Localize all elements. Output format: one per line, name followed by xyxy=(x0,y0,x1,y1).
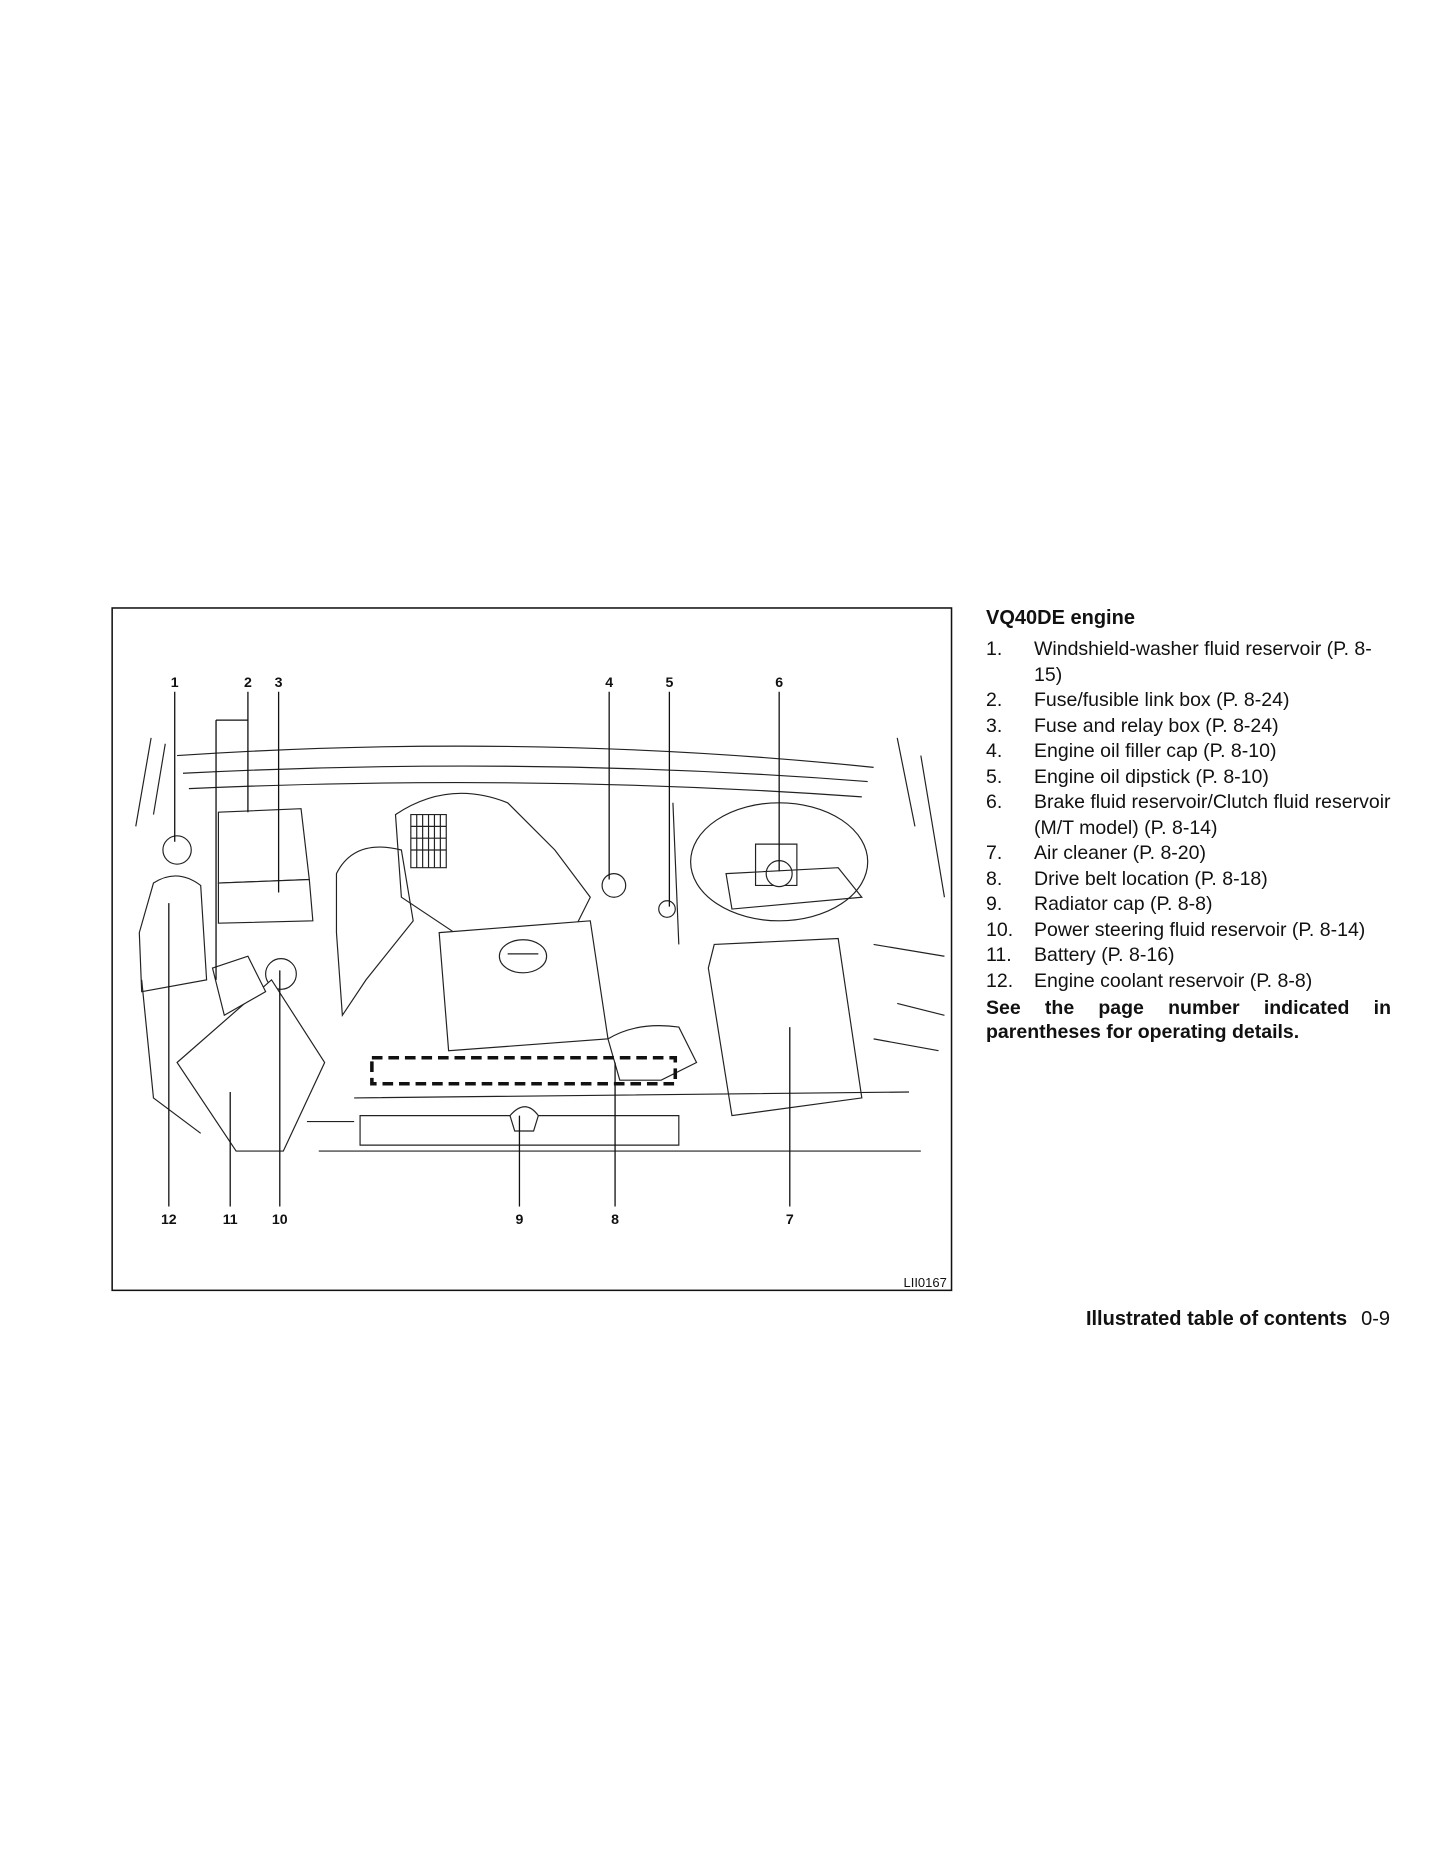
legend-item-number: 6. xyxy=(986,791,1003,813)
legend-item-text: Engine oil dipstick (P. 8-10) xyxy=(1034,765,1269,788)
legend-item-number: 11. xyxy=(986,944,1012,966)
legend-item-text: Air cleaner (P. 8-20) xyxy=(1034,842,1206,864)
legend-item-text: Power steering fluid reservoir (P. 8-14) xyxy=(1034,918,1366,941)
callout-labels-top: 1 2 3 4 5 6 xyxy=(171,675,783,691)
callout-10: 10 xyxy=(272,1212,288,1228)
legend-item: 6. Brake fluid reservoir/Clutch fluid res… xyxy=(986,790,1391,841)
figure-code: LII0167 xyxy=(904,1275,947,1290)
legend-item: 1. Windshield-washer fluid reservoir (P. … xyxy=(986,637,1391,688)
callout-6: 6 xyxy=(775,675,783,691)
legend-item-text: Windshield-washer fluid reservoir (P. 8-… xyxy=(1034,638,1372,686)
callout-12: 12 xyxy=(161,1212,177,1228)
page-footer: Illustrated table of contents 0-9 xyxy=(1086,1308,1390,1331)
callout-9: 9 xyxy=(516,1212,524,1228)
legend-item: 7. Air cleaner (P. 8-20) xyxy=(986,841,1391,867)
legend-item: 3. Fuse and relay box (P. 8-24) xyxy=(986,714,1391,740)
callout-4: 4 xyxy=(605,675,613,691)
legend-item-text: Brake fluid reservoir/Clutch fluid reser… xyxy=(1034,791,1391,839)
legend-item-number: 2. xyxy=(986,689,1003,711)
legend: VQ40DE engine 1. Windshield-washer fluid … xyxy=(986,606,1391,1044)
callout-5: 5 xyxy=(665,675,673,691)
legend-item-text: Radiator cap (P. 8-8) xyxy=(1034,893,1213,915)
callout-1: 1 xyxy=(171,675,179,691)
legend-item: 8. Drive belt location (P. 8-18) xyxy=(986,867,1391,893)
legend-item: 11. Battery (P. 8-16) xyxy=(986,943,1391,969)
legend-item-text: Fuse/fusible link box (P. 8-24) xyxy=(1034,689,1290,711)
drive-belt-location-box xyxy=(370,1056,678,1086)
callout-2: 2 xyxy=(244,675,252,691)
figure-frame xyxy=(111,607,953,1292)
callout-labels-bottom: 12 11 10 9 8 7 xyxy=(161,1212,794,1228)
legend-item: 4. Engine oil filler cap (P. 8-10) xyxy=(986,739,1391,765)
legend-item-text: Fuse and relay box (P. 8-24) xyxy=(1034,714,1279,737)
legend-item-number: 10. xyxy=(986,918,1014,941)
callout-3: 3 xyxy=(275,675,283,691)
legend-item-number: 3. xyxy=(986,714,1003,737)
engine-drawing xyxy=(135,737,946,1152)
legend-item-text: Engine oil filler cap (P. 8-10) xyxy=(1034,740,1277,762)
legend-item-number: 5. xyxy=(986,765,1003,788)
legend-item-number: 7. xyxy=(986,842,1003,864)
legend-item-number: 1. xyxy=(986,638,1003,660)
callout-7: 7 xyxy=(786,1212,794,1228)
legend-item-text: Drive belt location (P. 8-18) xyxy=(1034,867,1268,890)
legend-item-text: Engine coolant reservoir (P. 8-8) xyxy=(1034,969,1313,992)
legend-item-number: 8. xyxy=(986,867,1003,890)
callout-11: 11 xyxy=(223,1212,238,1228)
page-number: 0-9 xyxy=(1361,1308,1390,1330)
legend-list: 1. Windshield-washer fluid reservoir (P. … xyxy=(986,637,1391,994)
legend-note: See the page number indicated in parenth… xyxy=(986,997,1391,1043)
legend-item: 9. Radiator cap (P. 8-8) xyxy=(986,892,1391,918)
legend-item: 12. Engine coolant reservoir (P. 8-8) xyxy=(986,969,1391,995)
legend-item-number: 9. xyxy=(986,893,1003,915)
legend-item: 5. Engine oil dipstick (P. 8-10) xyxy=(986,765,1391,791)
section-title: Illustrated table of contents xyxy=(1085,1308,1348,1330)
legend-item: 10. Power steering fluid reservoir (P. 8-… xyxy=(986,918,1391,944)
leader-lines xyxy=(168,691,791,1207)
legend-item-text: Battery (P. 8-16) xyxy=(1034,944,1175,966)
callout-8: 8 xyxy=(611,1212,619,1228)
legend-title: VQ40DE engine xyxy=(986,607,1135,629)
legend-item-number: 4. xyxy=(986,740,1003,762)
legend-item: 2. Fuse/fusible link box (P. 8-24) xyxy=(986,688,1391,714)
legend-item-number: 12. xyxy=(986,969,1014,992)
